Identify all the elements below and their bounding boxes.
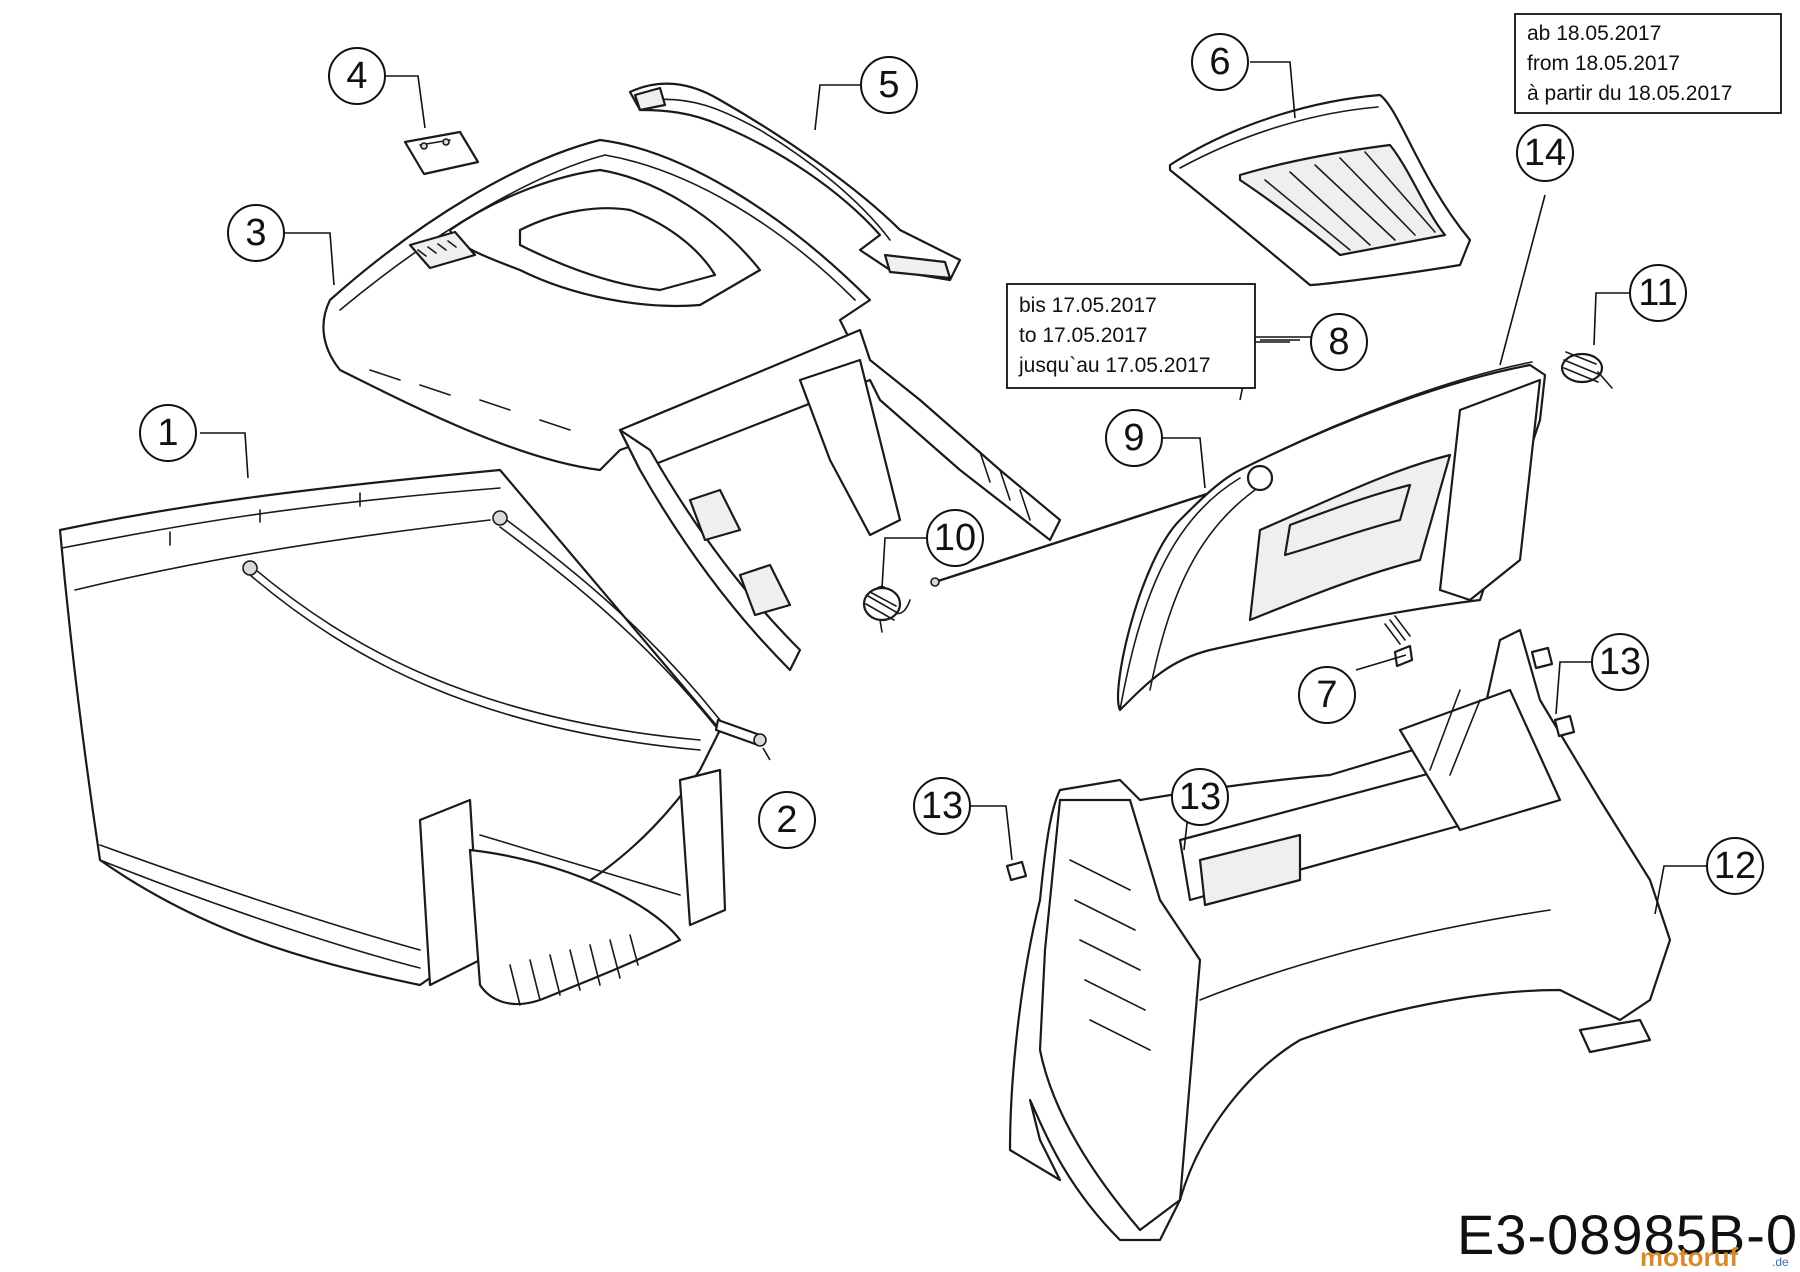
callout-9-label: 9 <box>1123 417 1144 459</box>
part-spring-left <box>862 585 911 633</box>
part-grass-bag <box>58 468 727 1006</box>
note-from-date-line-3: à partir du 18.05.2017 <box>1527 82 1733 105</box>
part-rear-cover <box>322 138 1062 672</box>
callout-5: 5 <box>860 56 918 114</box>
callout-7-label: 7 <box>1316 674 1337 716</box>
callout-13-left: 13 <box>913 777 971 835</box>
callout-13-left-label: 13 <box>921 785 963 827</box>
callout-8-label: 8 <box>1328 321 1349 363</box>
part-nut-c <box>1553 714 1576 738</box>
part-nut-b <box>1530 646 1554 670</box>
callout-3-label: 3 <box>245 212 266 254</box>
callout-13-middle: 13 <box>1171 768 1229 826</box>
note-from-date-line-1: ab 18.05.2017 <box>1527 22 1661 45</box>
watermark-suffix: .de <box>1772 1255 1789 1269</box>
callout-1: 1 <box>139 404 197 462</box>
part-screw <box>1384 615 1414 668</box>
callout-13-middle-label: 13 <box>1179 776 1221 818</box>
part-pin <box>714 718 767 747</box>
part-spring-right <box>1560 351 1613 389</box>
callout-1-label: 1 <box>157 412 178 454</box>
callout-3: 3 <box>227 204 285 262</box>
note-from-date: ab 18.05.2017 from 18.05.2017 à partir d… <box>1514 13 1782 114</box>
callout-6-label: 6 <box>1209 41 1230 83</box>
part-rod <box>930 478 1252 587</box>
callout-13-right: 13 <box>1591 633 1649 691</box>
callout-10-label: 10 <box>934 517 976 559</box>
note-until-date-line-1: bis 17.05.2017 <box>1019 294 1157 317</box>
part-flap <box>403 130 480 176</box>
callout-13-right-label: 13 <box>1599 641 1641 683</box>
note-until-date-line-2: to 17.05.2017 <box>1019 324 1147 347</box>
note-until-date: bis 17.05.2017 to 17.05.2017 jusqu`au 17… <box>1006 283 1256 389</box>
callout-2: 2 <box>758 791 816 849</box>
part-nut-a <box>1005 860 1028 882</box>
part-chassis <box>1008 628 1672 1242</box>
callout-12-label: 12 <box>1714 845 1756 887</box>
callout-11-label: 11 <box>1638 272 1677 314</box>
callout-11: 11 <box>1629 264 1687 322</box>
callout-10: 10 <box>926 509 984 567</box>
callout-8: 8 <box>1310 313 1368 371</box>
part-rear-flap <box>1116 361 1547 712</box>
callout-4-label: 4 <box>346 55 367 97</box>
callout-14: 14 <box>1516 124 1574 182</box>
watermark: motoruf .de <box>1640 1242 1789 1272</box>
callout-12: 12 <box>1706 837 1764 895</box>
callout-14-label: 14 <box>1524 132 1566 174</box>
watermark-text: motoruf <box>1640 1242 1739 1272</box>
callout-4: 4 <box>328 47 386 105</box>
callout-7: 7 <box>1298 666 1356 724</box>
callout-5-label: 5 <box>878 64 899 106</box>
note-from-date-line-2: from 18.05.2017 <box>1527 52 1680 75</box>
part-rear-flap-cover <box>1168 93 1472 287</box>
note-until-date-line-3: jusqu`au 17.05.2017 <box>1018 354 1211 377</box>
callout-2-label: 2 <box>776 799 797 841</box>
part-handle-grip <box>628 82 962 282</box>
drawing-id: E3-08985B-01 <box>1457 1203 1800 1266</box>
callout-6: 6 <box>1191 33 1249 91</box>
callout-9: 9 <box>1105 409 1163 467</box>
